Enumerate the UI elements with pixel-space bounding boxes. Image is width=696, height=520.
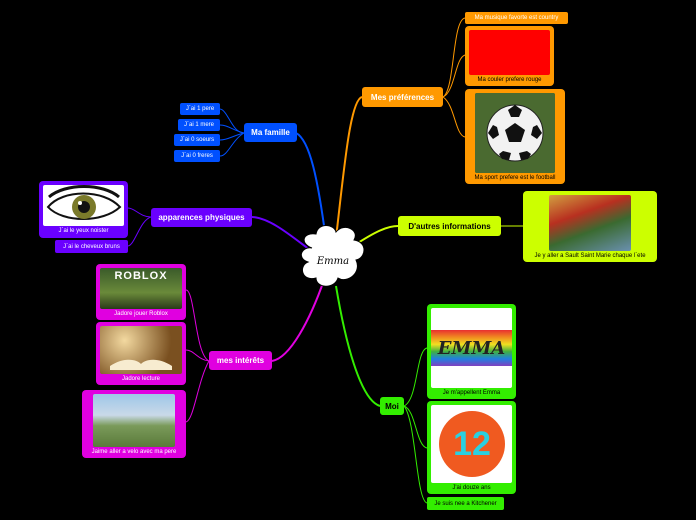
lecture-card[interactable]: Jadore lecture bbox=[96, 322, 186, 385]
branch-famille[interactable]: Ma famille bbox=[244, 123, 297, 142]
ssm-card[interactable]: Je y aller a Sault Saint Marie chaque l`… bbox=[523, 191, 657, 262]
emma-name-text: EMMA bbox=[437, 338, 506, 359]
eye-caption: J`ai le yeux noister bbox=[58, 228, 109, 234]
roblox-image: ROBLOX bbox=[100, 268, 182, 309]
age-card[interactable]: 12 J'ai douze ans bbox=[427, 401, 516, 494]
soccer-ball-image bbox=[475, 93, 555, 173]
landscape-image bbox=[549, 195, 631, 251]
branch-autres[interactable]: D'autres informations bbox=[398, 216, 501, 236]
branch-preferences[interactable]: Mes préférences bbox=[362, 87, 443, 107]
roblox-logo: ROBLOX bbox=[114, 270, 168, 282]
velo-caption: Jaime aller a velo avec ma pere bbox=[91, 449, 177, 455]
age-caption: J'ai douze ans bbox=[452, 485, 491, 491]
center-topic[interactable]: Emma bbox=[316, 255, 350, 267]
famille-item-soeurs[interactable]: J`ai 0 soeurs bbox=[174, 134, 220, 146]
age-image: 12 bbox=[431, 405, 512, 483]
age-number: 12 bbox=[453, 424, 491, 463]
branch-physique[interactable]: apparences physiques bbox=[151, 208, 252, 227]
color-caption: Ma couler prefere rouge bbox=[477, 77, 542, 83]
velo-card[interactable]: Jaime aller a velo avec ma pere bbox=[82, 390, 186, 458]
bike-image bbox=[93, 394, 175, 447]
branch-moi[interactable]: Moi bbox=[380, 397, 404, 415]
music-item[interactable]: Ma musique favorte est country bbox=[465, 12, 568, 24]
roblox-card[interactable]: ROBLOX Jadore jouer Roblox bbox=[96, 264, 186, 320]
sport-caption: Ma sport prefere est le football bbox=[474, 175, 556, 181]
center-cloud bbox=[300, 225, 365, 287]
name-card[interactable]: EMMA Je m'appellent Emma bbox=[427, 304, 516, 399]
lecture-caption: Jadore lecture bbox=[121, 376, 161, 382]
roblox-caption: Jadore jouer Roblox bbox=[114, 311, 168, 317]
emma-name-image: EMMA bbox=[431, 308, 512, 388]
ssm-caption: Je y aller a Sault Saint Marie chaque l`… bbox=[534, 253, 646, 259]
branch-interets[interactable]: mes intérêts bbox=[209, 351, 272, 370]
red-swatch bbox=[469, 30, 550, 75]
famille-item-mere[interactable]: J`ai 1 mere bbox=[178, 119, 220, 131]
book-image bbox=[100, 326, 182, 374]
born-item[interactable]: Je suis nee a Kitchener bbox=[427, 497, 504, 510]
famille-item-pere[interactable]: J`ai 1 pere bbox=[180, 103, 220, 115]
name-caption: Je m'appellent Emma bbox=[442, 390, 501, 396]
color-card[interactable]: Ma couler prefere rouge bbox=[465, 26, 554, 86]
famille-item-freres[interactable]: J`ai 0 freres bbox=[174, 150, 220, 162]
sport-card[interactable]: Ma sport prefere est le football bbox=[465, 89, 565, 184]
eye-image bbox=[43, 185, 124, 226]
eye-card[interactable]: J`ai le yeux noister bbox=[39, 181, 128, 238]
hair-item[interactable]: J`ai le cheveux bruns bbox=[55, 240, 128, 253]
